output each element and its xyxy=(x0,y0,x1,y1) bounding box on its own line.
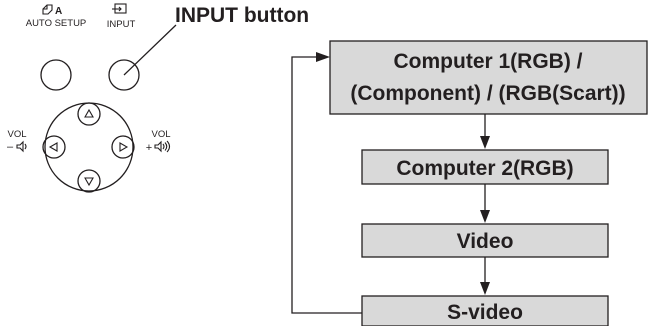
vol-plus-text: VOL xyxy=(151,129,170,140)
auto-setup-control: A AUTO SETUP xyxy=(26,4,87,91)
up-arrow-icon xyxy=(84,108,94,118)
up-button[interactable] xyxy=(77,102,101,126)
left-button[interactable] xyxy=(42,135,66,159)
remote-panel: A AUTO SETUP INPUT INPUT button xyxy=(7,3,309,193)
input-control: INPUT xyxy=(107,3,140,91)
vol-plus-sign: + xyxy=(146,142,152,154)
vol-minus-text: VOL xyxy=(7,129,26,140)
flow-box-1 xyxy=(329,40,648,115)
down-button[interactable] xyxy=(77,169,101,193)
flow-step-video: Video xyxy=(361,223,609,258)
flow-step-computer1: Computer 1(RGB) / (Component) / (RGB(Sca… xyxy=(329,40,648,115)
input-icon xyxy=(112,3,127,14)
input-flow-chart: Computer 1(RGB) / (Component) / (RGB(Sca… xyxy=(291,40,648,327)
input-button[interactable] xyxy=(108,59,140,91)
flow-step-2-line-1: Computer 2(RGB) xyxy=(396,157,573,180)
flow-arrow-3 xyxy=(480,257,490,295)
flow-arrow-1 xyxy=(480,114,490,149)
callout-leader-line xyxy=(123,24,177,76)
left-arrow-icon xyxy=(48,142,58,152)
flow-step-1-line-2: (Component) / (RGB(Scart)) xyxy=(350,82,625,105)
auto-setup-icon: A xyxy=(42,4,62,17)
flow-box-4 xyxy=(361,295,609,327)
speaker-loud-icon xyxy=(154,140,171,153)
speaker-quiet-icon xyxy=(16,140,27,153)
input-label: INPUT xyxy=(107,19,136,30)
flow-step-svideo: S-video xyxy=(361,295,609,327)
flow-step-4-line-1: S-video xyxy=(447,301,523,324)
flow-loop-arrow xyxy=(291,52,362,314)
flow-step-3-line-1: Video xyxy=(457,230,514,253)
flow-step-computer2: Computer 2(RGB) xyxy=(361,149,609,185)
auto-setup-button[interactable] xyxy=(40,59,72,91)
down-arrow-icon xyxy=(84,177,94,187)
flow-step-1-line-1: Computer 1(RGB) / xyxy=(394,50,583,73)
flow-box-3 xyxy=(361,223,609,258)
callout-label: INPUT button xyxy=(175,4,309,27)
right-arrow-icon xyxy=(119,142,129,152)
right-button[interactable] xyxy=(111,135,135,159)
flow-arrow-2 xyxy=(480,184,490,223)
direction-pad xyxy=(42,102,135,193)
auto-setup-label: AUTO SETUP xyxy=(26,18,87,29)
input-callout: INPUT button xyxy=(123,4,309,76)
volume-down-label: VOL – xyxy=(7,129,27,153)
volume-up-label: VOL + xyxy=(146,129,171,154)
svg-text:A: A xyxy=(55,6,62,17)
vol-minus-sign: – xyxy=(7,141,14,153)
